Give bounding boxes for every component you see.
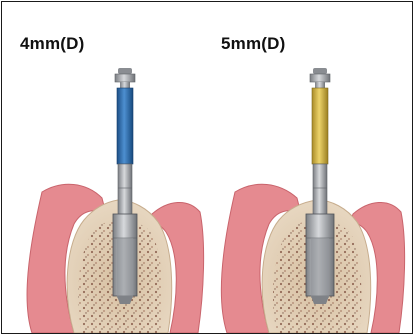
drill-illustration-5mm <box>207 2 412 333</box>
drill-5mm <box>306 68 334 304</box>
drill-illustration-4mm <box>2 2 207 333</box>
drill-4mm <box>113 68 137 304</box>
